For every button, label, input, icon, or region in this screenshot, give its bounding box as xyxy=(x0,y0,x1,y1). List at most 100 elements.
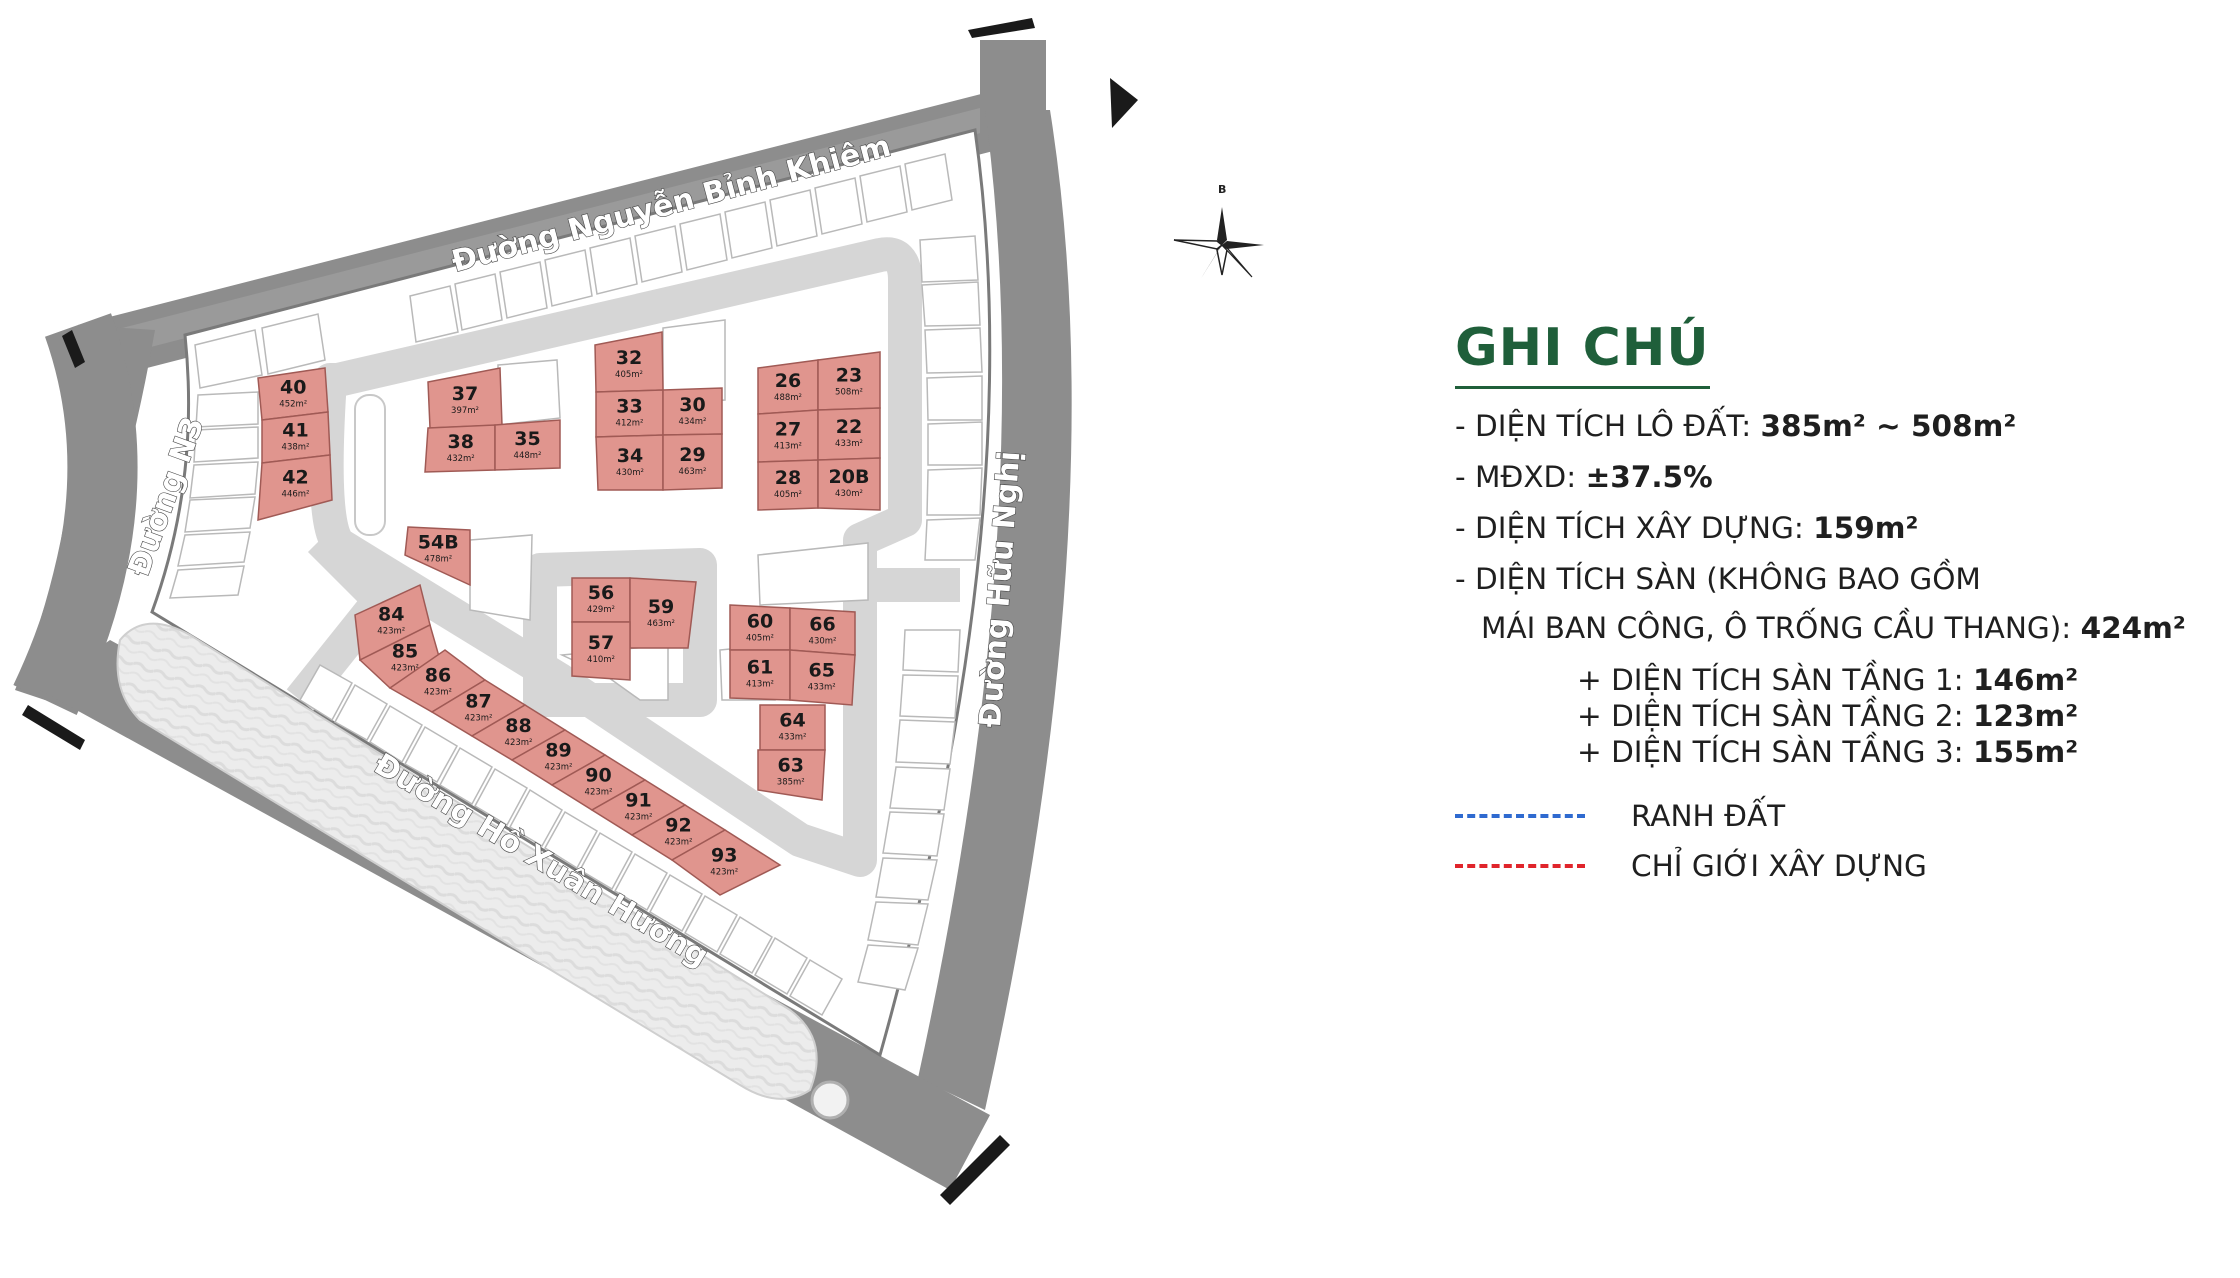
spec-floor-area: - DIỆN TÍCH SÀN (KHÔNG BAO GỒM xyxy=(1455,562,2235,596)
lot-shape[interactable] xyxy=(662,433,723,491)
lot-area: 423m² xyxy=(710,868,738,878)
spec-value: 385m² ~ 508m² xyxy=(1760,409,2017,443)
lot-area: 405m² xyxy=(615,370,643,380)
lot-area: 412m² xyxy=(616,419,644,429)
lot-number: 65 xyxy=(809,660,835,682)
site-plan-map: 40452m²41438m²42446m²37397m²38432m²35448… xyxy=(13,18,1264,1205)
legend-boundary-line: RANH ĐẤT xyxy=(1455,796,2235,836)
lot-area: 423m² xyxy=(505,738,533,748)
lot-area: 423m² xyxy=(377,626,405,636)
spec-value: 424m² xyxy=(2080,611,2186,645)
lot-number: 28 xyxy=(775,467,801,489)
lot-number: 38 xyxy=(448,431,474,453)
lot-area: 434m² xyxy=(679,417,707,427)
lot-number: 93 xyxy=(711,845,737,867)
spec-value: 159m² xyxy=(1813,511,1919,545)
lot-number: 22 xyxy=(836,416,862,438)
lot-shape[interactable] xyxy=(817,457,881,511)
lot-area: 405m² xyxy=(774,490,802,500)
sub-spec-label: + DIỆN TÍCH SÀN TẦNG 2: xyxy=(1577,699,1973,733)
spec-label: - DIỆN TÍCH XÂY DỰNG: xyxy=(1455,511,1814,545)
lot-shape[interactable] xyxy=(404,526,471,587)
spec-label: - MĐXD: xyxy=(1455,460,1586,494)
lot-number: 32 xyxy=(616,347,642,369)
sub-spec-floor-1: + DIỆN TÍCH SÀN TẦNG 1: 146m² xyxy=(1455,662,2235,698)
lot-area: 446m² xyxy=(282,490,310,500)
lot-number: 56 xyxy=(588,582,614,604)
plain-lots-south xyxy=(298,663,844,1017)
lot-shape[interactable] xyxy=(670,829,782,896)
lot-number: 35 xyxy=(514,428,540,450)
lot-area: 423m² xyxy=(545,763,573,773)
lot-number: 87 xyxy=(465,690,491,712)
blue-dash-line-icon xyxy=(1455,814,1585,818)
lot-number: 34 xyxy=(617,445,643,467)
spec-label: MÁI BAN CÔNG, Ô TRỐNG CẦU THANG): xyxy=(1481,611,2081,645)
lot-area: 430m² xyxy=(809,636,837,646)
lot-shape[interactable] xyxy=(757,749,826,801)
lot-shape[interactable] xyxy=(789,649,856,706)
spec-coverage: - MĐXD: ±37.5% xyxy=(1455,460,2235,494)
legend-panel: GHI CHÚ - DIỆN TÍCH LÔ ĐẤT: 385m² ~ 508m… xyxy=(1455,318,2235,886)
lot-number: 66 xyxy=(809,613,835,635)
lot-number: 90 xyxy=(585,765,611,787)
lot-area: 423m² xyxy=(625,813,653,823)
spec-label: - DIỆN TÍCH LÔ ĐẤT: xyxy=(1455,409,1761,443)
legend-construction-line: CHỈ GIỚI XÂY DỰNG xyxy=(1455,846,2235,886)
lot-shape[interactable] xyxy=(494,419,561,471)
lot-area: 423m² xyxy=(465,713,493,723)
lot-area: 430m² xyxy=(835,489,863,499)
lot-number: 89 xyxy=(545,740,571,762)
sub-spec-label: + DIỆN TÍCH SÀN TẦNG 1: xyxy=(1577,663,1973,697)
sub-spec-label: + DIỆN TÍCH SÀN TẦNG 3: xyxy=(1577,735,1973,769)
legend-line-label: CHỈ GIỚI XÂY DỰNG xyxy=(1631,849,1927,883)
lot-area: 448m² xyxy=(514,451,542,461)
road-end-arrows xyxy=(22,18,1138,1205)
lot-number: 84 xyxy=(378,603,404,625)
lot-number: 26 xyxy=(775,370,801,392)
lot-shape[interactable] xyxy=(571,621,631,681)
lot-shape[interactable] xyxy=(257,454,333,521)
sub-spec-value: 155m² xyxy=(1972,735,2079,769)
lot-number: 57 xyxy=(588,632,614,654)
lot-number: 42 xyxy=(282,467,308,489)
lot-number: 86 xyxy=(425,665,451,687)
lot-number: 33 xyxy=(616,396,642,418)
lot-area: 438m² xyxy=(282,443,310,453)
plain-lots-east xyxy=(857,629,961,991)
lot-area: 463m² xyxy=(647,619,675,629)
lot-area: 397m² xyxy=(451,406,479,416)
spec-building-area: - DIỆN TÍCH XÂY DỰNG: 159m² xyxy=(1455,511,2235,545)
